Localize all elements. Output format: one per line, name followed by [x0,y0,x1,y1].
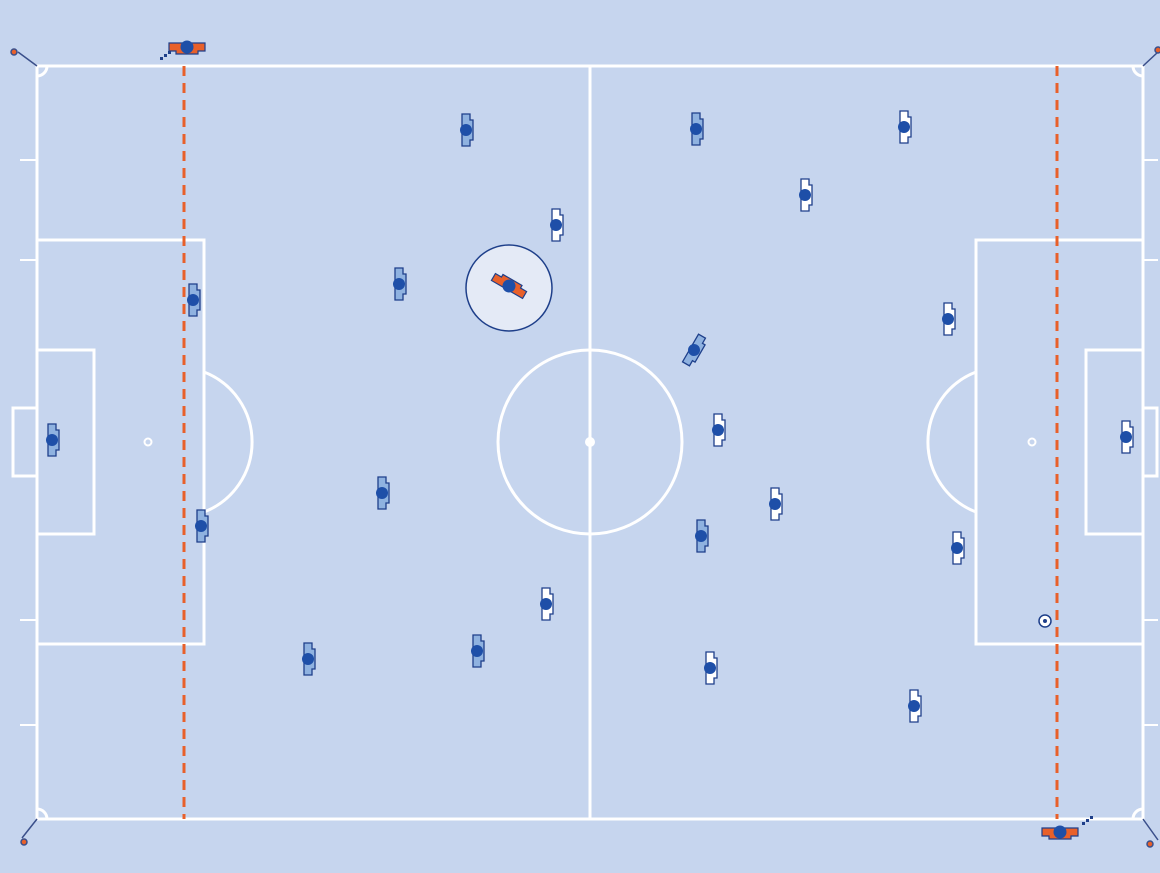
player-head [471,645,483,657]
player-head [695,530,707,542]
player-head [1120,431,1132,443]
player-head [704,662,716,674]
player-head [376,487,388,499]
player-head [187,294,199,306]
player-head [908,700,920,712]
player-head [799,189,811,201]
player-head [540,598,552,610]
centre-spot [586,438,594,446]
player-head [951,542,963,554]
player-head [195,520,207,532]
player-head [302,653,314,665]
official-head [1054,826,1067,839]
player-head [898,121,910,133]
player-head [550,219,562,231]
player-head [942,313,954,325]
player-head [712,424,724,436]
player-head [769,498,781,510]
player-head [46,434,58,446]
player-head [393,278,405,290]
official-head [181,41,194,54]
player-head [690,123,702,135]
soccer-ball-icon [1039,615,1051,627]
player-head [460,124,472,136]
